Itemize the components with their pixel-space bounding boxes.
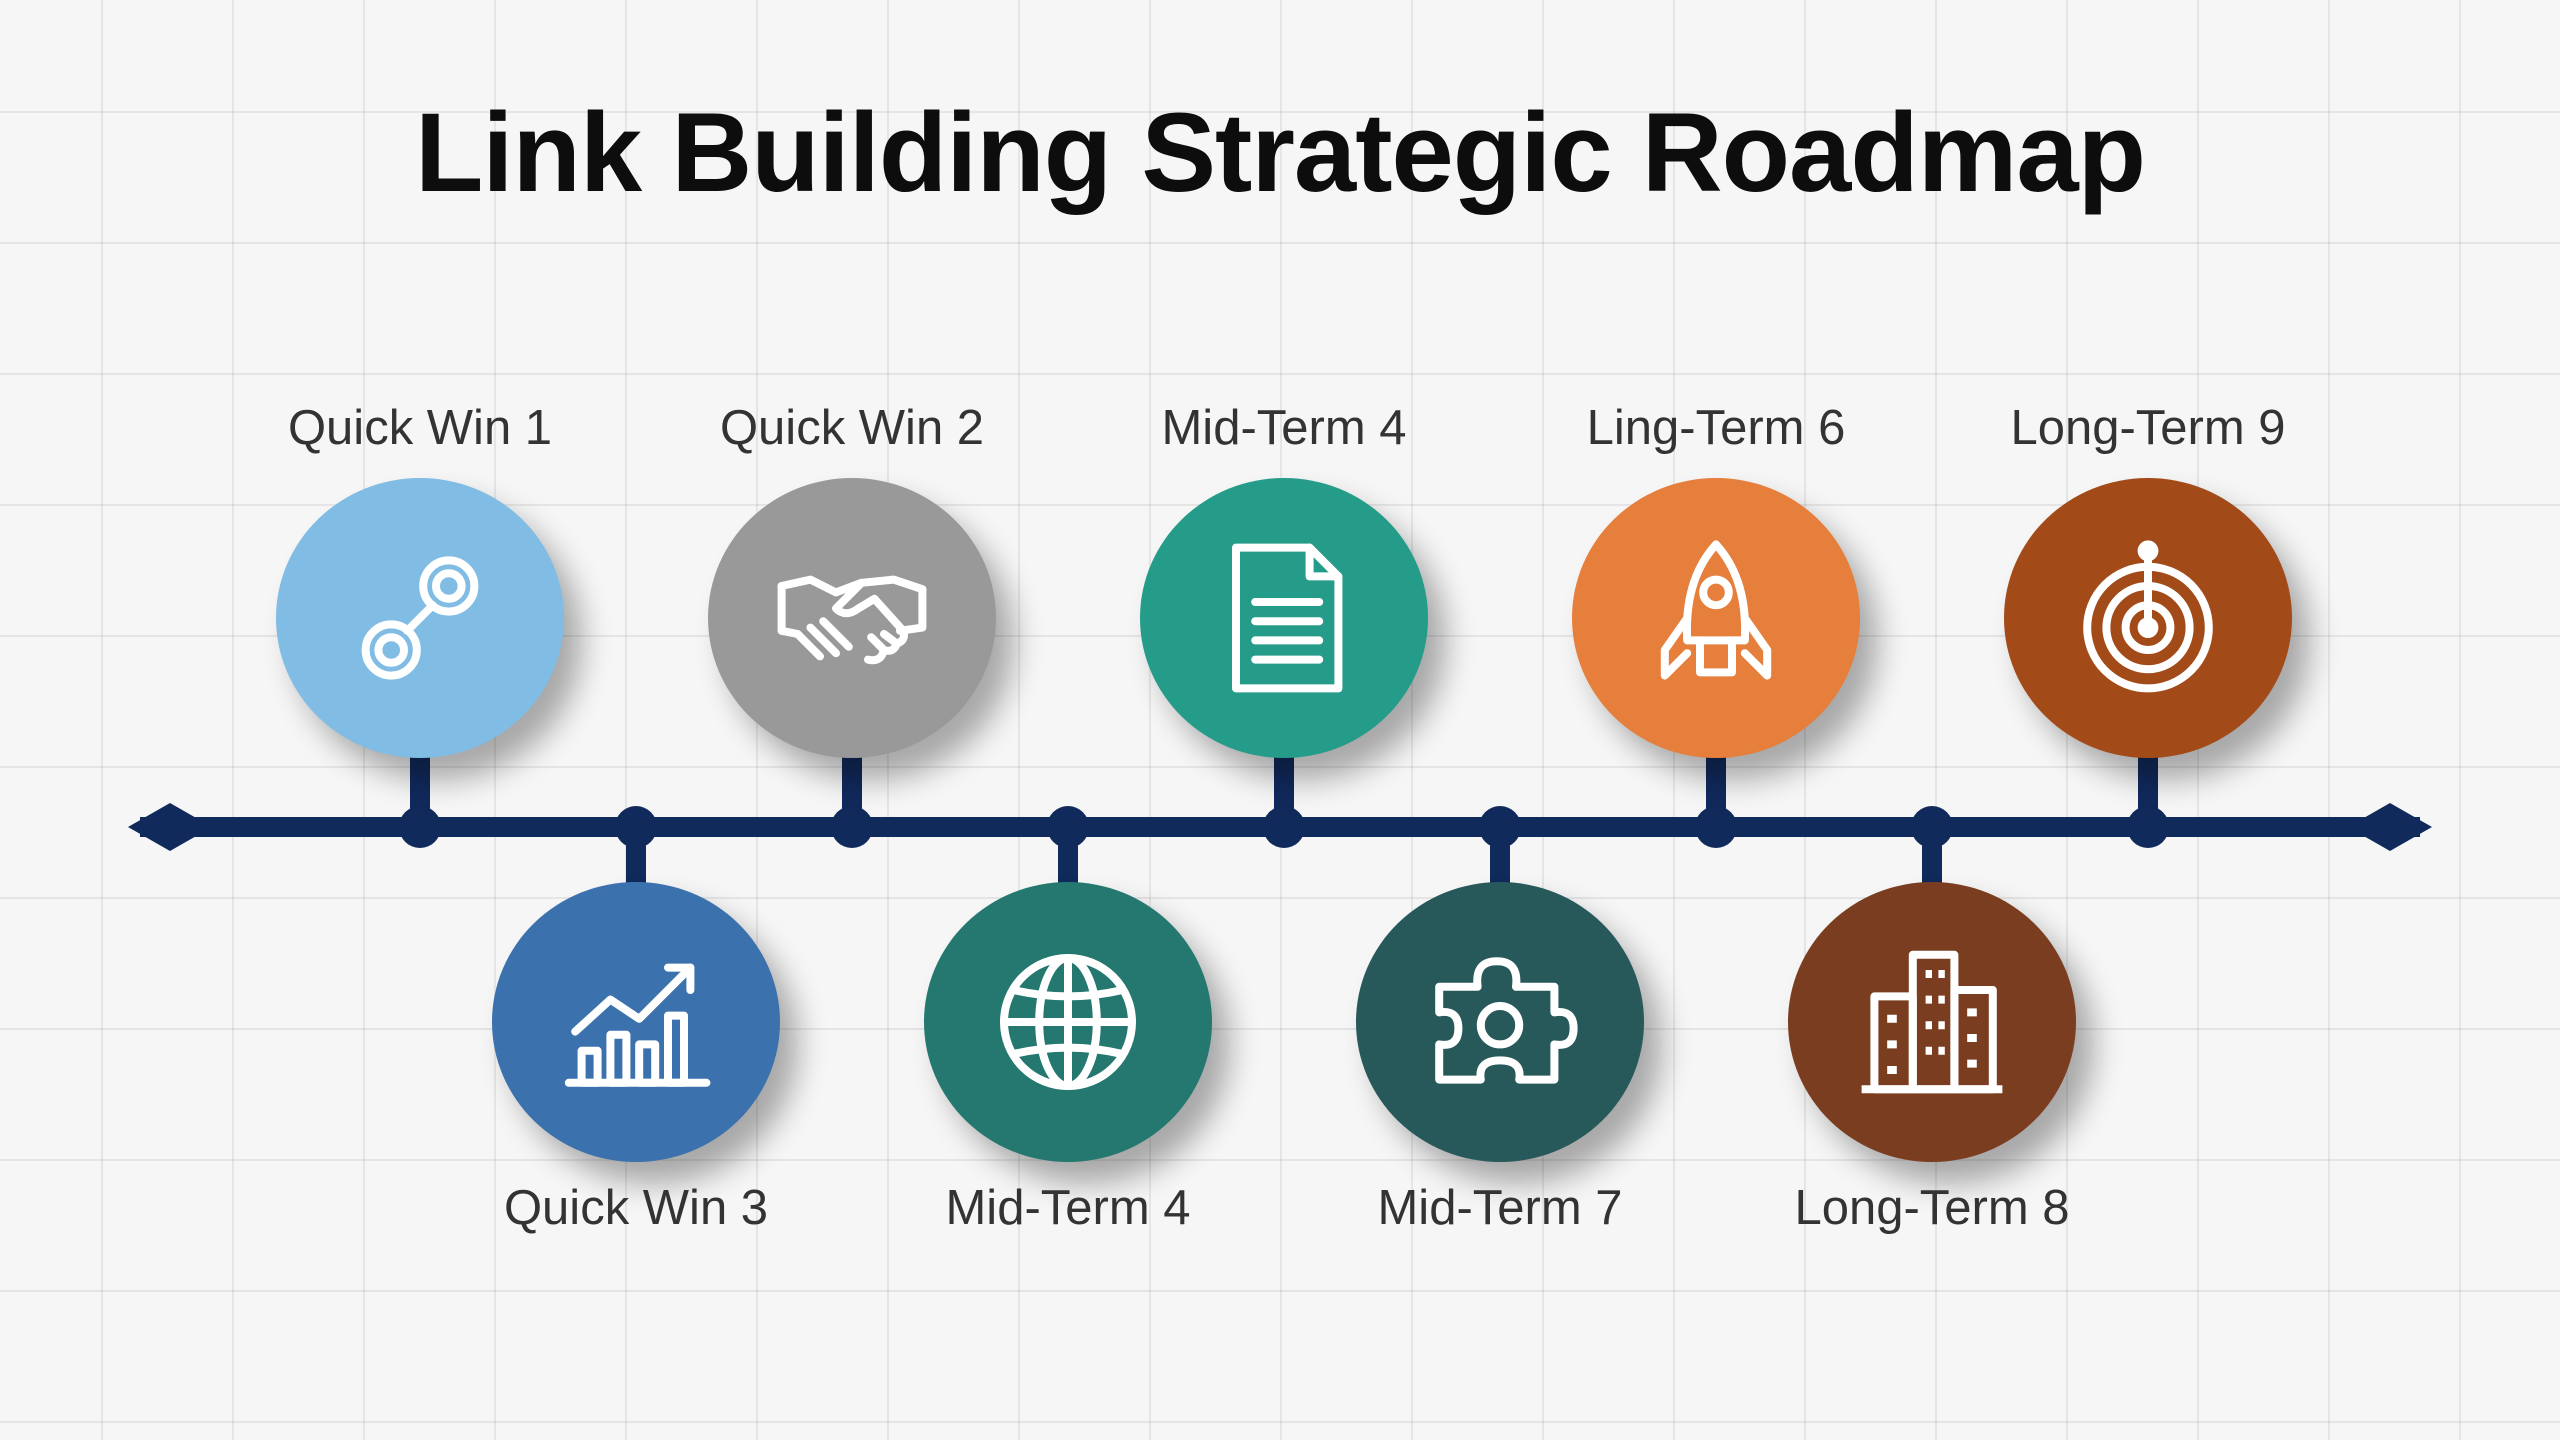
milestone-joint bbox=[1911, 806, 1953, 848]
milestone-label: Mid-Term 7 bbox=[1377, 1181, 1623, 1235]
milestone-circle bbox=[924, 882, 1212, 1162]
milestone-joint bbox=[1479, 806, 1521, 848]
page-title: Link Building Strategic Roadmap bbox=[414, 90, 2146, 215]
milestone-circle bbox=[2004, 478, 2292, 758]
puzzle-gear-icon bbox=[1435, 957, 1578, 1084]
buildings-icon bbox=[1861, 950, 2003, 1094]
link-chain-icon bbox=[361, 556, 479, 680]
milestone-joint bbox=[615, 806, 657, 848]
milestone-label: Quick Win 3 bbox=[503, 1181, 769, 1235]
document-icon bbox=[1232, 543, 1343, 693]
milestone-label: Quick Win 1 bbox=[287, 401, 553, 455]
milestone-label: Mid-Term 4 bbox=[1161, 401, 1407, 455]
milestone-joint bbox=[831, 806, 873, 848]
milestone-circle bbox=[708, 478, 996, 758]
timeline-end-cap bbox=[2348, 803, 2432, 851]
globe-icon bbox=[1000, 954, 1136, 1090]
milestone-joint bbox=[1263, 806, 1305, 848]
milestone-circle bbox=[1140, 478, 1428, 758]
milestone-joint bbox=[399, 806, 441, 848]
milestone-circle bbox=[1572, 478, 1860, 758]
growth-chart-icon bbox=[564, 963, 711, 1087]
milestone-label: Ling-Term 6 bbox=[1586, 401, 1846, 455]
milestone-label: Mid-Term 4 bbox=[945, 1181, 1191, 1235]
timeline-start-cap bbox=[128, 803, 212, 851]
milestone-circle bbox=[1356, 882, 1644, 1162]
milestone-circle bbox=[276, 478, 564, 758]
milestone-circle bbox=[492, 882, 780, 1162]
handshake-icon bbox=[777, 575, 927, 665]
target-icon bbox=[2083, 540, 2213, 693]
milestone-joint bbox=[2127, 806, 2169, 848]
milestone-joint bbox=[1047, 806, 1089, 848]
milestone-circle bbox=[1788, 882, 2076, 1162]
rocket-icon bbox=[1660, 540, 1772, 680]
milestone-label: Long-Term 8 bbox=[1794, 1181, 2070, 1235]
milestone-label: Quick Win 2 bbox=[719, 401, 985, 455]
milestone-label: Long-Term 9 bbox=[2010, 401, 2286, 455]
milestone-joint bbox=[1695, 806, 1737, 848]
